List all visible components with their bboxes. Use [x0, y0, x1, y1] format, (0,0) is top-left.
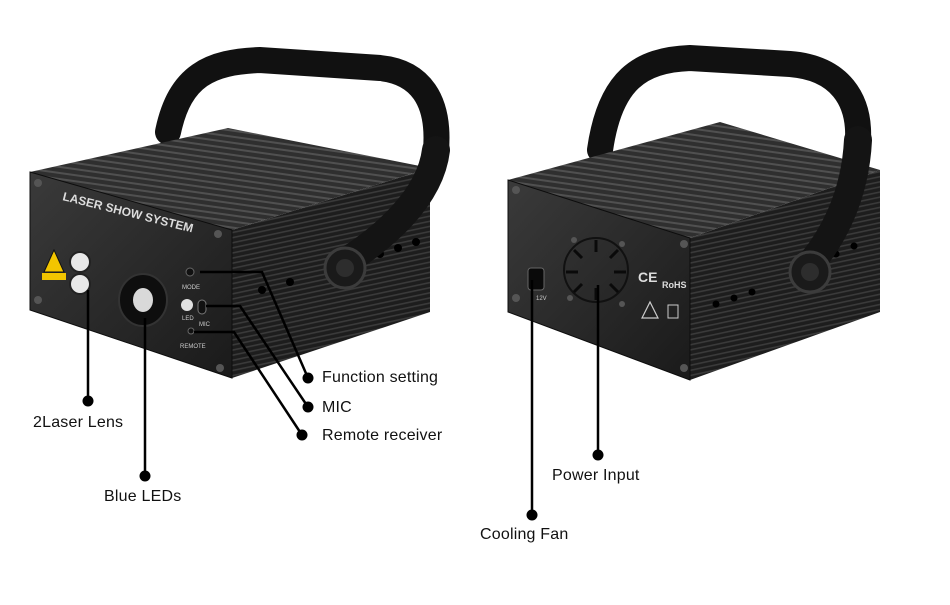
callout-function-setting: Function setting: [322, 369, 439, 386]
fan-screw: [571, 237, 577, 243]
mic-icon: [197, 299, 207, 315]
callout-cooling-fan: Cooling Fan: [480, 526, 569, 543]
screw-icon: [34, 179, 42, 187]
back-panel: [507, 179, 691, 381]
callout-dot: [302, 401, 314, 413]
screw-icon: [34, 296, 42, 304]
callout-remote-receiver: Remote receiver: [322, 427, 443, 444]
fan-screw: [619, 301, 625, 307]
callout-dot: [296, 429, 308, 441]
leader-function-setting: [200, 270, 310, 379]
screw-icon: [216, 364, 224, 372]
warning-label: [42, 273, 66, 280]
blue-led-lens-icon: [133, 288, 153, 312]
handle: [587, 44, 872, 163]
handle: [155, 46, 450, 163]
front-device: LASER SHOW SYSTEM MODE LED MIC REMOTE: [29, 46, 450, 379]
leader-lines: [86, 270, 600, 515]
weee-bin-icon: [667, 304, 679, 319]
screw-icon: [512, 294, 520, 302]
top-fins: [30, 128, 430, 230]
knob-center: [336, 259, 354, 277]
leader-mic: [206, 304, 310, 408]
led-label: LED: [182, 316, 194, 322]
vent-hole: [748, 288, 756, 296]
remote-label: REMOTE: [180, 344, 206, 350]
callout-laser-lens: 2Laser Lens: [33, 414, 124, 431]
laser-lens-icon: [69, 251, 91, 273]
vent-hole: [394, 244, 402, 252]
screw-icon: [680, 240, 688, 248]
vent-hole: [712, 300, 720, 308]
vent-hole: [850, 242, 858, 250]
callout-mic: MIC: [322, 399, 352, 416]
callout-dot: [139, 470, 151, 482]
laser-lens-icon: [69, 273, 91, 295]
front-panel: [29, 171, 233, 379]
screw-icon: [512, 186, 520, 194]
callout-dot: [592, 449, 604, 461]
vent-hole: [412, 238, 420, 246]
fan-grille-icon: [563, 237, 629, 303]
callout-dot: [526, 509, 538, 521]
power-jack-icon: [527, 267, 545, 291]
knob-center: [801, 263, 819, 281]
mic-label: MIC: [199, 322, 211, 328]
ce-mark: CE: [638, 269, 657, 285]
callout-power-input: Power Input: [552, 467, 640, 484]
vent-hole: [286, 278, 294, 286]
vent-hole: [730, 294, 738, 302]
electric-warning-icon: [641, 300, 659, 319]
callout-dot: [302, 372, 314, 384]
rohs-mark: RoHS: [662, 280, 687, 290]
leader-remote-receiver: [194, 330, 304, 436]
vent-hole: [258, 286, 266, 294]
mode-button-icon: [185, 267, 195, 277]
callout-blue-leds: Blue LEDs: [104, 488, 182, 505]
led-indicator-icon: [181, 299, 193, 311]
screw-icon: [214, 230, 222, 238]
remote-sensor-icon: [187, 327, 195, 335]
laser-warning-icon: [43, 248, 65, 273]
mode-label: MODE: [182, 285, 200, 291]
leader-dots: [82, 372, 604, 521]
back-device: 12V CE RoHS: [507, 44, 880, 381]
top-fins: [508, 122, 880, 238]
fan-screw: [619, 241, 625, 247]
callout-dot: [82, 395, 94, 407]
screw-icon: [680, 364, 688, 372]
voltage-label: 12V: [536, 296, 547, 302]
fan-screw: [567, 295, 573, 301]
